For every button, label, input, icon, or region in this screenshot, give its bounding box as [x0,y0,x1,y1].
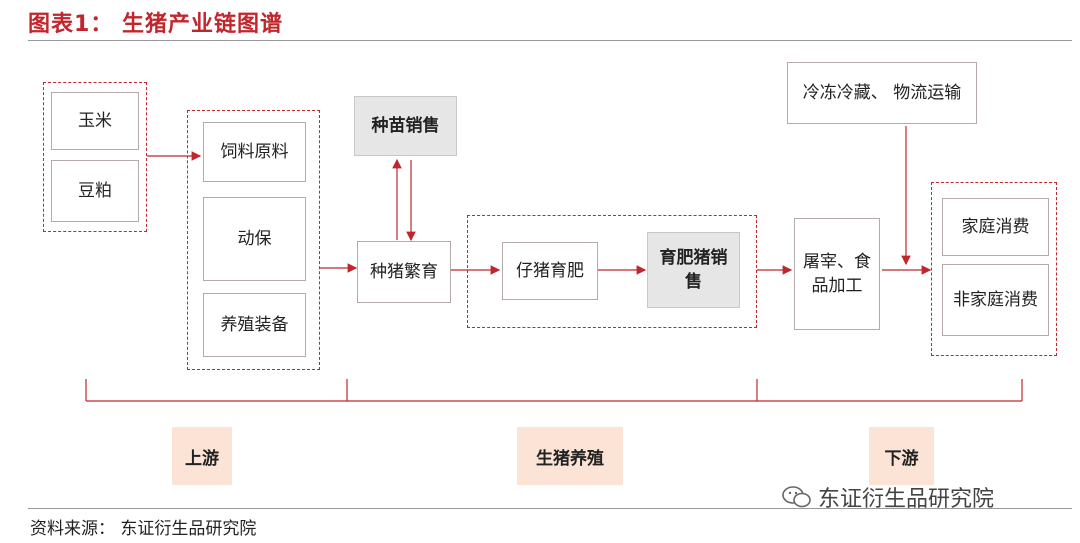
node-cold-chain: 冷冻冷藏、 物流运输 [787,62,977,124]
node-breeding: 种猪繁育 [357,241,451,303]
node-fattening-sales: 育肥猪销售 [647,232,740,308]
node-animal-health: 动保 [203,197,306,281]
node-piglet-fattening: 仔猪育肥 [502,242,598,300]
footer-divider [28,508,1072,509]
node-slaughter: 屠宰、食品加工 [794,218,880,330]
node-breeding-sales: 种苗销售 [354,96,457,156]
group-upstream-inputs [187,110,320,370]
node-corn: 玉米 [51,92,139,150]
source-note: 资料来源： 东证衍生品研究院 [30,519,257,539]
group-consumption [931,182,1057,356]
wechat-icon [782,486,811,508]
node-home-consumption: 家庭消费 [942,198,1049,256]
group-raw-materials [43,82,147,232]
group-farming [467,215,757,328]
stage-upstream: 上游 [172,427,232,485]
title-divider [28,40,1072,41]
stage-bracket [85,379,1023,402]
node-soymeal: 豆粕 [51,160,139,222]
node-feed: 饲料原料 [203,122,306,182]
node-non-home-consumption: 非家庭消费 [942,264,1049,336]
stage-midstream: 生猪养殖 [517,427,623,485]
node-equipment: 养殖装备 [203,293,306,357]
watermark: 东证衍生品研究院 [782,481,994,513]
page-title: 图表1： 生猪产业链图谱 [28,12,283,37]
stage-downstream: 下游 [869,427,934,485]
watermark-text: 东证衍生品研究院 [818,487,995,512]
